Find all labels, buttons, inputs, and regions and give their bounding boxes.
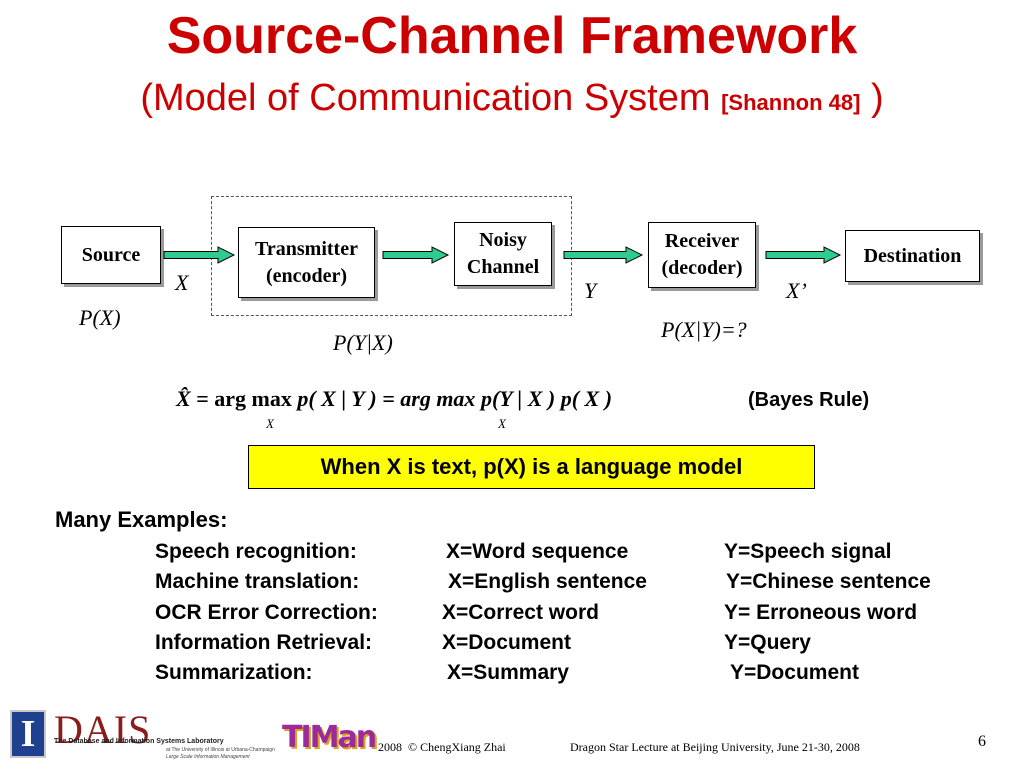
argmax-subscript-2: X bbox=[498, 416, 506, 431]
dais-line-2: at The University of Illinois at Urbana-… bbox=[166, 747, 275, 753]
subtitle-reference: [Shannon 48] bbox=[721, 90, 861, 115]
channel-label-1: Noisy bbox=[479, 229, 527, 251]
flow-arrow-icon bbox=[163, 246, 236, 264]
source-label: Source bbox=[81, 243, 141, 266]
x-hat: X̂ bbox=[176, 386, 191, 411]
y-label: Y bbox=[584, 278, 597, 303]
example-y: Y=Query bbox=[724, 631, 811, 654]
formula-argmax-1: = arg max bbox=[190, 386, 298, 411]
illinois-i-icon: I bbox=[20, 713, 36, 755]
slide-subtitle: (Model of Communication System [Shannon … bbox=[0, 74, 1024, 127]
transmitter-label-1: Transmitter bbox=[255, 237, 358, 260]
dais-wordmark: DAIS bbox=[54, 707, 152, 752]
flow-arrow-icon bbox=[563, 246, 644, 264]
bayes-rule-label: (Bayes Rule) bbox=[748, 389, 870, 411]
pxy-label: P(X|Y)=? bbox=[661, 317, 747, 342]
subtitle-text: (Model of Communication System bbox=[140, 77, 722, 119]
footer-copyright: 2008 © ChengXiang Zhai bbox=[378, 740, 506, 754]
pyx-label: P(Y|X) bbox=[333, 330, 393, 355]
x-prime-label: X’ bbox=[786, 278, 807, 303]
argmax-subscript-1: X bbox=[266, 416, 274, 431]
x-label: X bbox=[175, 270, 189, 295]
receiver-label-1: Receiver bbox=[664, 230, 740, 252]
example-task: Speech recognition: bbox=[155, 540, 357, 563]
channel-label-2: Channel bbox=[466, 256, 540, 278]
formula-mid: p( X | Y ) = arg max bbox=[297, 386, 481, 411]
formula-rhs: p(Y | X ) p( X ) bbox=[480, 386, 613, 411]
example-y: Y= Erroneous word bbox=[724, 601, 918, 624]
example-task: Summarization: bbox=[155, 661, 313, 684]
receiver-label-2: (decoder) bbox=[661, 257, 743, 279]
dais-line-3: Large Scale Information Management bbox=[166, 754, 250, 760]
transmitter-label-2: (encoder) bbox=[265, 264, 348, 287]
timan-logo: TIMan bbox=[282, 720, 377, 755]
receiver-box: Receiver (decoder) bbox=[648, 222, 756, 288]
example-x: X=English sentence bbox=[448, 570, 647, 593]
illinois-logo: I bbox=[10, 710, 46, 758]
arrow-group bbox=[163, 246, 842, 264]
example-y: Y=Speech signal bbox=[724, 540, 892, 563]
language-model-callout: When X is text, p(X) is a language model bbox=[248, 445, 815, 489]
example-task: OCR Error Correction: bbox=[155, 601, 378, 624]
px-label: P(X) bbox=[79, 305, 121, 330]
example-x: X=Document bbox=[442, 631, 571, 654]
example-y: Y=Chinese sentence bbox=[726, 570, 931, 593]
bayes-formula: X̂ = arg max p( X | Y ) = arg max p(Y | … bbox=[176, 386, 612, 412]
examples-heading: Many Examples: bbox=[55, 507, 228, 532]
example-x: X=Summary bbox=[447, 661, 569, 684]
transmitter-box: Transmitter (encoder) bbox=[238, 227, 375, 298]
page-number: 6 bbox=[978, 733, 986, 750]
noisy-channel-box: Noisy Channel bbox=[454, 222, 552, 286]
example-task: Information Retrieval: bbox=[155, 631, 373, 654]
destination-label: Destination bbox=[863, 244, 962, 267]
dais-line-1: The Database and Information Systems Lab… bbox=[54, 738, 224, 745]
destination-box: Destination bbox=[845, 230, 980, 282]
example-x: X=Word sequence bbox=[446, 540, 629, 563]
example-task: Machine translation: bbox=[155, 570, 360, 593]
slide-title: Source-Channel Framework bbox=[166, 7, 858, 65]
source-box: Source bbox=[61, 226, 161, 284]
flow-arrow-icon bbox=[765, 246, 842, 264]
dais-logo: DAIS The Database and Information System… bbox=[54, 708, 275, 762]
subtitle-close: ) bbox=[860, 77, 884, 119]
example-y: Y=Document bbox=[730, 661, 859, 684]
example-x: X=Correct word bbox=[442, 601, 599, 624]
footer-lecture: Dragon Star Lecture at Beijing Universit… bbox=[570, 740, 860, 754]
flow-arrow-icon bbox=[382, 246, 450, 264]
